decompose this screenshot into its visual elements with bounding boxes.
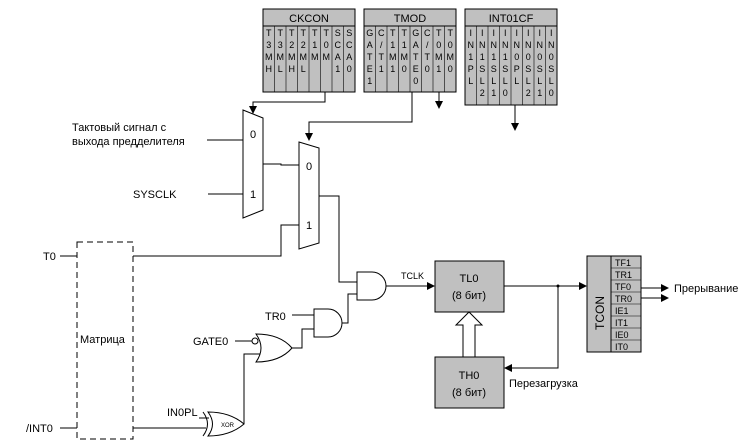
tr0-and-to-clock-and-wire [342, 293, 357, 324]
tcon-bit-tf0: TF0 [615, 282, 631, 292]
tmod-to-mux2-wire [305, 92, 413, 141]
ckcon-title: CKCON [289, 13, 329, 25]
gate0-label: GATE0 [193, 336, 228, 348]
matrix-label: Матрица [80, 334, 126, 346]
mux1-to-mux2-wire [263, 163, 299, 166]
mux2: 0 1 [298, 141, 320, 250]
mux1: 0 1 [242, 109, 264, 219]
and-gate-tr0 [313, 308, 343, 338]
t0-label: T0 [43, 251, 56, 263]
reload-wire [504, 286, 559, 372]
tcon-bit-tf1: TF1 [615, 258, 631, 268]
int0-label: /INT0 [26, 423, 53, 435]
tcon-bit-it1: IT1 [615, 318, 628, 328]
th0-width: (8 бит) [452, 387, 486, 399]
clock-source-label-line2: выхода предделителя [72, 136, 185, 148]
tmod-title: TMOD [394, 13, 426, 25]
tl0-width: (8 бит) [452, 290, 486, 302]
interrupt-label: Прерывание [674, 283, 738, 295]
tcon-bit-tr0: TR0 [615, 294, 632, 304]
tcon-bit-tr1: TR1 [615, 270, 632, 280]
mux2-in0-label: 0 [306, 161, 312, 173]
or-inverter-bubble [251, 337, 259, 345]
or-gate [251, 333, 293, 363]
th0-register-block: TH0 (8 бит) [434, 356, 505, 409]
xor-to-or-wire [243, 353, 260, 424]
reload-hollow-arrow [454, 311, 484, 358]
tl0-register-block: TL0 (8 бит) [434, 260, 505, 313]
xor-gate: XOR [202, 411, 245, 437]
tcon-bit-it0: IT0 [615, 342, 628, 352]
mux1-in0-label: 0 [250, 129, 256, 141]
tr0-label: TR0 [265, 311, 286, 323]
t0-to-mux2-wire [133, 224, 299, 257]
int01cf-title: INT01CF [489, 13, 534, 25]
reload-label: Перезагрузка [509, 378, 579, 390]
tcon-title: TCON [593, 296, 607, 330]
tl0-name: TL0 [460, 273, 479, 285]
mux2-in1-label: 1 [306, 220, 312, 232]
sysclk-label: SYSCLK [133, 189, 177, 201]
mux1-in1-label: 1 [250, 189, 256, 201]
or-to-tr0-and-wire [292, 328, 314, 349]
mux2-to-and-wire [319, 195, 357, 283]
junction-dot [556, 284, 560, 288]
tcon-bit-ie0: IE0 [615, 330, 629, 340]
clock-source-label-line1: Тактовый сигнал с [72, 122, 167, 134]
tclk-label: TCLK [401, 271, 424, 281]
xor-label: XOR [221, 423, 235, 429]
ckcon-to-mux1-wire [249, 92, 326, 114]
tcon-bit-ie1: IE1 [615, 306, 629, 316]
in0pl-label: IN0PL [167, 407, 198, 419]
crossbar-matrix: Матрица [76, 241, 134, 440]
th0-name: TH0 [459, 370, 480, 382]
and-gate-clock [356, 271, 387, 301]
